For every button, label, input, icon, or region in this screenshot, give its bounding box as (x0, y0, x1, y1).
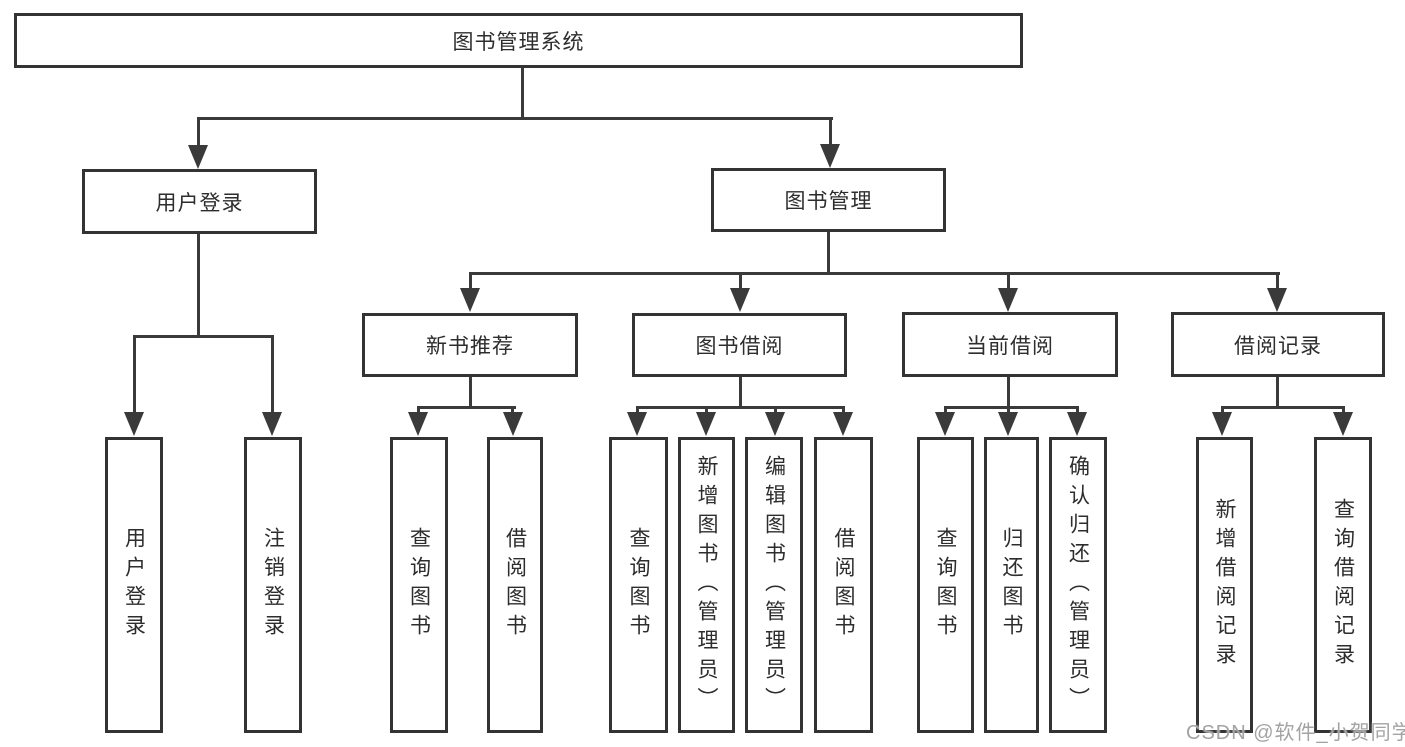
connector-line (1007, 376, 1010, 408)
connector-line (739, 376, 742, 408)
connector-line (1221, 406, 1224, 416)
node-label: 查询图书 (627, 527, 650, 643)
leaf-cb-confirm-return: 确认归还（管理员） (1049, 437, 1107, 733)
arrow-down-icon (998, 288, 1018, 312)
arrow-down-icon (765, 412, 785, 436)
arrow-down-icon (262, 412, 282, 436)
arrow-down-icon (188, 145, 208, 169)
connector-line (1221, 406, 1345, 409)
arrow-down-icon (408, 412, 428, 436)
arrow-down-icon (935, 412, 955, 436)
connector-line (1276, 376, 1279, 408)
leaf-cb-return-book: 归还图书 (984, 437, 1039, 733)
connector-line (1007, 406, 1010, 416)
connector-line (197, 117, 833, 120)
connector-line (197, 117, 200, 151)
node-label: 当前借阅 (966, 334, 1054, 358)
arrow-down-icon (503, 412, 523, 436)
connector-line (511, 406, 514, 416)
connector-line (469, 272, 472, 292)
leaf-bb-query-book: 查询图书 (609, 437, 668, 733)
connector-line (521, 67, 524, 119)
leaf-bb-borrow-book: 借阅图书 (814, 437, 873, 733)
arrow-down-icon (820, 144, 840, 168)
connector-line (636, 406, 639, 416)
connector-line (842, 406, 845, 416)
node-root: 图书管理系统 (14, 13, 1023, 68)
node-label: 借阅图书 (503, 527, 527, 643)
leaf-cb-query-book: 查询图书 (917, 437, 974, 733)
arrow-down-icon (696, 412, 716, 436)
arrow-down-icon (460, 288, 480, 312)
node-label: 图书管理 (784, 190, 873, 213)
arrow-down-icon (730, 288, 750, 312)
node-current-borrow: 当前借阅 (902, 312, 1118, 377)
connector-line (944, 406, 1079, 409)
arrow-down-icon (1067, 412, 1087, 436)
node-book-borrow: 图书借阅 (632, 313, 847, 377)
connector-line (827, 232, 830, 274)
connector-line (271, 335, 274, 415)
connector-line (739, 272, 742, 292)
leaf-logout: 注销登录 (244, 437, 302, 733)
node-label: 确认归还（管理员） (1066, 454, 1090, 716)
node-label: 图书管理系统 (452, 30, 585, 54)
connector-line (133, 335, 274, 338)
connector-line (705, 406, 708, 416)
connector-line (1276, 272, 1279, 292)
leaf-bb-edit-book: 编辑图书（管理员） (745, 437, 803, 733)
arrow-down-icon (627, 412, 647, 436)
connector-line (1007, 272, 1010, 292)
node-label: 用户登录 (122, 527, 146, 643)
node-label: 查询图书 (407, 527, 431, 643)
node-book-management: 图书管理 (711, 168, 946, 232)
node-label: 编辑图书（管理员） (762, 454, 786, 716)
connector-line (417, 406, 420, 416)
node-label: 新增借阅记录 (1213, 498, 1236, 672)
leaf-nb-query-book: 查询图书 (390, 437, 448, 733)
connector-line (197, 234, 200, 336)
node-borrow-records: 借阅记录 (1171, 312, 1385, 377)
leaf-bb-add-book: 新增图书（管理员） (678, 437, 735, 733)
node-user-login: 用户登录 (82, 169, 317, 234)
arrow-down-icon (998, 412, 1018, 436)
connector-line (133, 335, 136, 415)
connector-line (944, 406, 947, 416)
arrow-down-icon (1267, 288, 1287, 312)
leaf-nb-borrow-book: 借阅图书 (487, 437, 543, 733)
node-label: 查询借阅记录 (1331, 498, 1355, 672)
arrow-down-icon (833, 412, 853, 436)
node-label: 借阅记录 (1234, 334, 1322, 358)
node-new-book-recommend: 新书推荐 (362, 313, 578, 377)
connector-line (774, 406, 777, 416)
node-label: 新增图书（管理员） (695, 454, 718, 716)
node-label: 注销登录 (261, 527, 285, 643)
node-label: 图书借阅 (695, 335, 784, 358)
arrow-down-icon (1333, 412, 1353, 436)
leaf-br-query-record: 查询借阅记录 (1314, 437, 1372, 733)
connector-line (1076, 406, 1079, 416)
leaf-br-add-record: 新增借阅记录 (1196, 437, 1253, 733)
leaf-user-login: 用户登录 (105, 437, 163, 733)
node-label: 新书推荐 (426, 335, 514, 358)
node-label: 借阅图书 (832, 527, 855, 643)
connector-line (469, 272, 1280, 275)
arrow-down-icon (1212, 412, 1232, 436)
connector-line (636, 406, 845, 409)
connector-line (1342, 406, 1345, 416)
connector-line (469, 376, 472, 408)
node-label: 用户登录 (155, 191, 244, 215)
connector-line (829, 117, 832, 151)
node-label: 归还图书 (1000, 527, 1023, 643)
arrow-down-icon (124, 412, 144, 436)
node-label: 查询图书 (934, 527, 957, 643)
watermark: CSDN @软件_小贺同学 (1186, 722, 1405, 744)
connector-line (417, 406, 516, 409)
